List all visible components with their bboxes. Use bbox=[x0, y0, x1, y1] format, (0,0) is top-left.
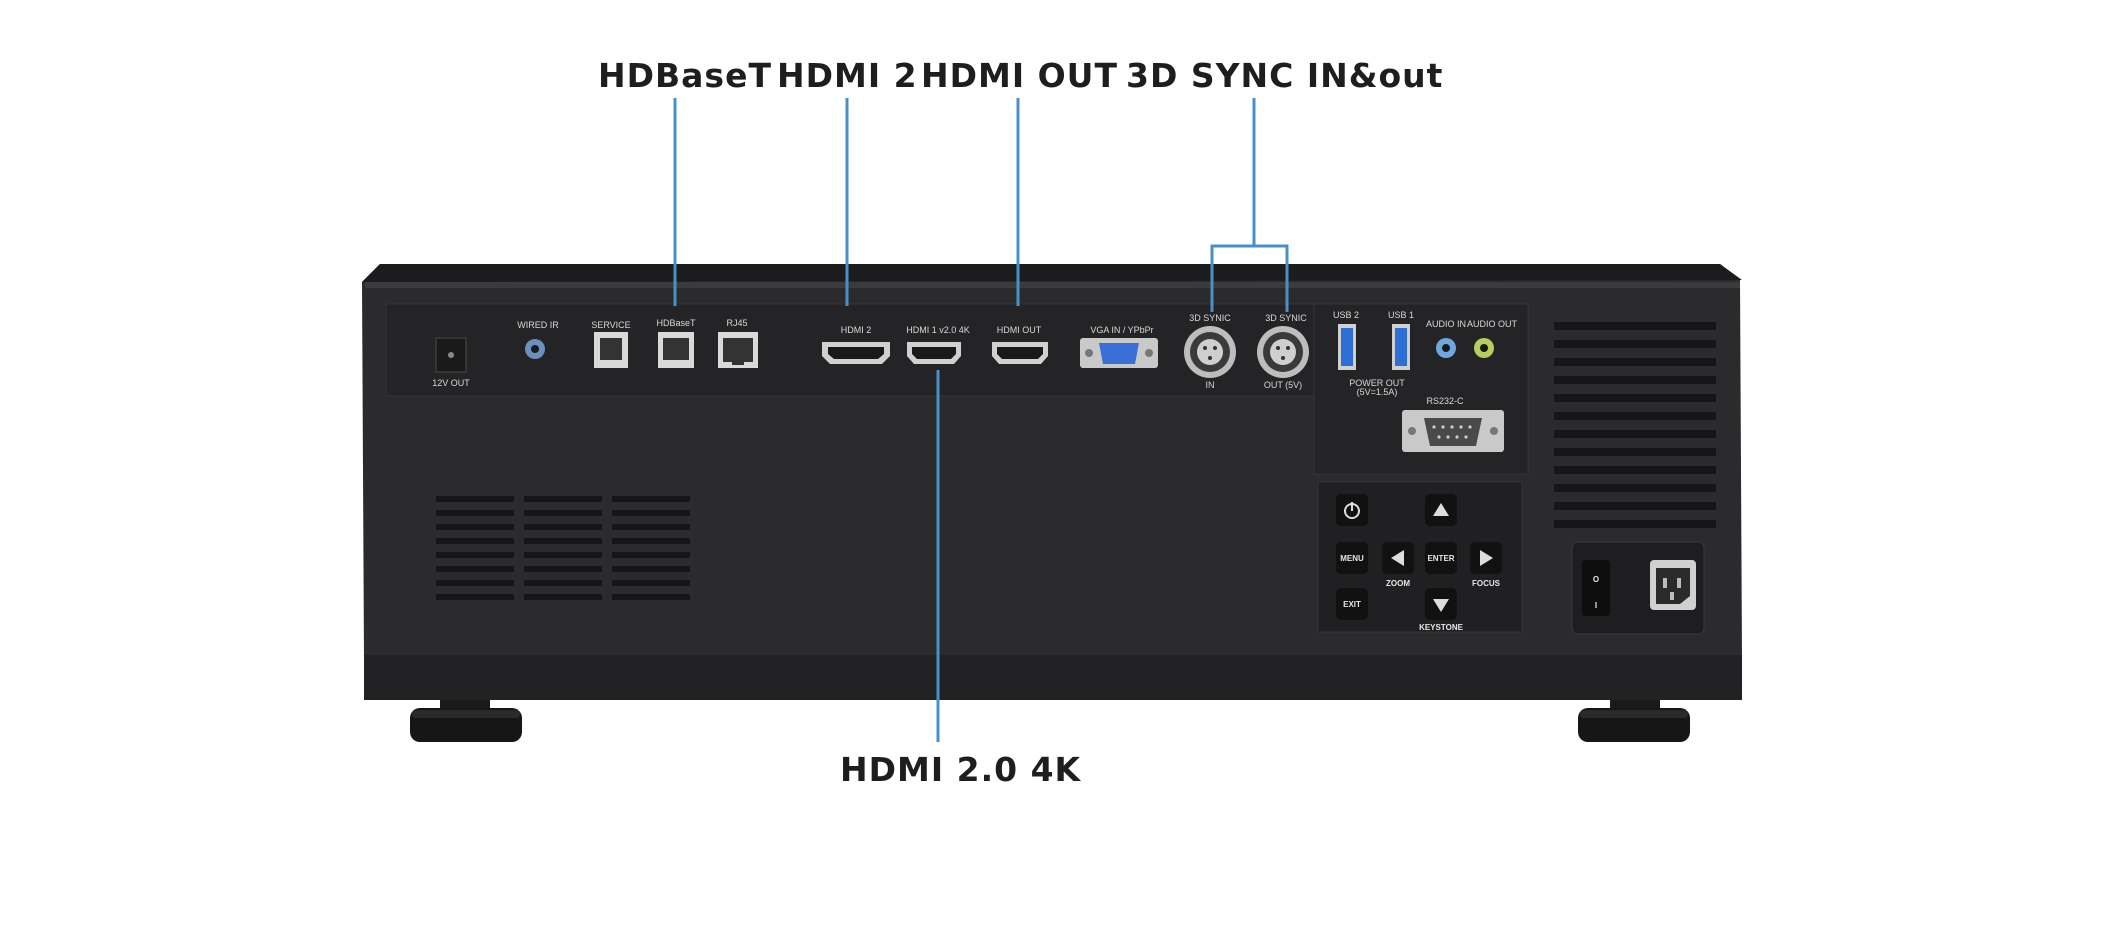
callout-hdbaset: HDBaseT bbox=[598, 56, 772, 95]
right-foot bbox=[1578, 690, 1690, 742]
zoom-label: ZOOM bbox=[1386, 579, 1410, 588]
port-wired-ir: WIRED IR bbox=[517, 320, 559, 359]
exit-button[interactable]: EXIT bbox=[1336, 588, 1368, 620]
focus-label: FOCUS bbox=[1472, 579, 1501, 588]
port-hdmi-out: HDMI OUT bbox=[992, 325, 1048, 364]
label-usb-1: USB 1 bbox=[1388, 310, 1414, 320]
label-audio-in: AUDIO IN bbox=[1426, 319, 1466, 329]
label-usb-2: USB 2 bbox=[1333, 310, 1359, 320]
right-button[interactable] bbox=[1470, 542, 1502, 574]
switch-off-label: I bbox=[1595, 601, 1597, 610]
callout-hdmi-2-4k: HDMI 2.0 4K bbox=[840, 750, 1082, 789]
label-3d-sync-out: 3D SYNIC bbox=[1265, 313, 1307, 323]
label-rj45: RJ45 bbox=[726, 318, 747, 328]
label-power-out: POWER OUT bbox=[1349, 378, 1405, 388]
label-hdmi-1: HDMI 1 v2.0 4K bbox=[906, 325, 970, 335]
port-hdbaset: HDBaseT bbox=[656, 318, 696, 368]
power-button[interactable] bbox=[1336, 494, 1368, 526]
exit-button-label: EXIT bbox=[1343, 600, 1361, 609]
port-usb-2: USB 2 bbox=[1333, 310, 1359, 370]
port-rs232c: RS232-C bbox=[1402, 396, 1504, 452]
callout-hdmi2: HDMI 2 bbox=[777, 56, 918, 95]
switch-on-label: O bbox=[1593, 575, 1599, 584]
label-hdbaset: HDBaseT bbox=[656, 318, 696, 328]
right-vent bbox=[1554, 322, 1716, 528]
menu-button[interactable]: MENU bbox=[1336, 542, 1368, 574]
enter-button[interactable]: ENTER bbox=[1425, 542, 1457, 574]
projector-body bbox=[362, 264, 1742, 700]
port-usb-1: USB 1 bbox=[1388, 310, 1414, 370]
port-audio-in: AUDIO IN bbox=[1426, 319, 1466, 358]
down-button[interactable] bbox=[1425, 588, 1457, 620]
callout-3d-sync: 3D SYNC IN&out bbox=[1126, 56, 1444, 95]
label-rs232c: RS232-C bbox=[1426, 396, 1464, 406]
port-rj45: RJ45 bbox=[718, 318, 758, 368]
port-3d-sync-out: 3D SYNIC OUT (5V) bbox=[1257, 313, 1309, 390]
label-wired-ir: WIRED IR bbox=[517, 320, 559, 330]
enter-button-label: ENTER bbox=[1427, 554, 1454, 563]
port-audio-out: AUDIO OUT bbox=[1467, 319, 1518, 358]
keypad: MENU ENTER ZOOM FOCUS EXIT KEYSTONE bbox=[1336, 494, 1502, 632]
label-vga: VGA IN / YPbPr bbox=[1090, 325, 1153, 335]
left-button[interactable] bbox=[1382, 542, 1414, 574]
menu-button-label: MENU bbox=[1340, 554, 1364, 563]
port-hdmi-1: HDMI 1 v2.0 4K bbox=[906, 325, 970, 364]
callout-hdmi-out: HDMI OUT bbox=[921, 56, 1118, 95]
port-service: SERVICE bbox=[591, 320, 631, 368]
power-switch-panel: O I bbox=[1571, 541, 1705, 635]
keystone-label: KEYSTONE bbox=[1419, 623, 1464, 632]
leader-bracket-3d-sync bbox=[1210, 244, 1289, 312]
label-3d-sync-in: 3D SYNIC bbox=[1189, 313, 1231, 323]
label-12v-out: 12V OUT bbox=[432, 378, 470, 388]
port-hdmi-2: HDMI 2 bbox=[822, 325, 890, 364]
label-hdmi-out: HDMI OUT bbox=[997, 325, 1042, 335]
ac-inlet bbox=[1650, 560, 1696, 610]
up-button[interactable] bbox=[1425, 494, 1457, 526]
label-3d-sync-out-bottom: OUT (5V) bbox=[1264, 380, 1302, 390]
label-hdmi-2: HDMI 2 bbox=[841, 325, 872, 335]
port-vga: VGA IN / YPbPr bbox=[1080, 325, 1158, 368]
label-audio-out: AUDIO OUT bbox=[1467, 319, 1518, 329]
label-3d-sync-in-bottom: IN bbox=[1206, 380, 1215, 390]
leader-lines bbox=[673, 98, 1289, 742]
port-3d-sync-in: 3D SYNIC IN bbox=[1184, 313, 1236, 390]
port-12v-out: 12V OUT bbox=[432, 337, 470, 388]
power-switch[interactable]: O I bbox=[1582, 560, 1610, 616]
left-vent bbox=[436, 496, 690, 600]
label-power-out-spec: (5V=1.5A) bbox=[1357, 387, 1398, 397]
label-service: SERVICE bbox=[591, 320, 630, 330]
